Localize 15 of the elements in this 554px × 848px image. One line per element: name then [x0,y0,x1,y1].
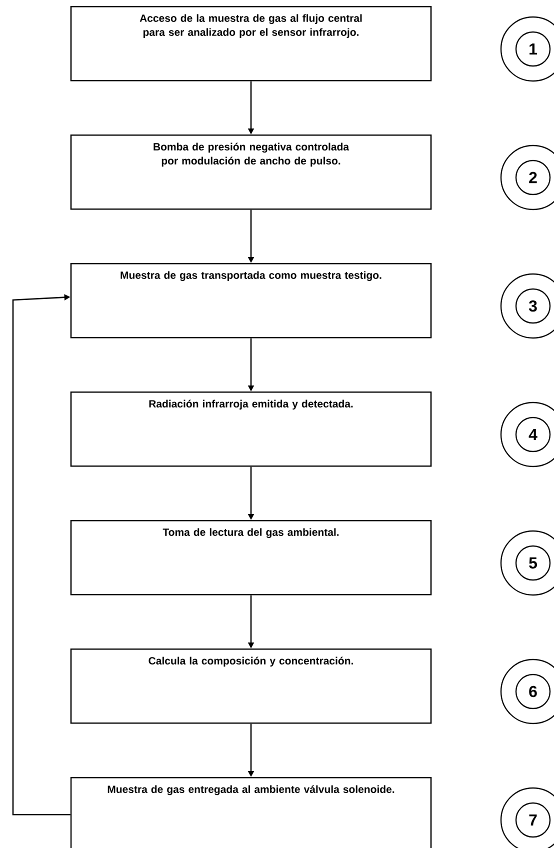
process-box: Bomba de presión negativa controlada por modulación de ancho de pulso. [70,134,432,210]
process-box: Toma de lectura del gas ambiental. [70,520,432,596]
process-box: Radiación infrarroja emitida y detectada. [70,392,432,467]
step-number: 3 [500,273,554,339]
step-number: 2 [500,144,554,210]
arrow [12,294,70,816]
process-box: Acceso de la muestra de gas al flujo central para ser analizado por el sensor infrarrojo. [70,6,432,82]
process-box: Muestra de gas entregada al ambiente válvula solenoide. [70,777,432,848]
step-number: 7 [500,787,554,848]
step-number: 6 [500,658,554,724]
process-box: Calcula la composición y concentración. [70,648,432,724]
step-number: 1 [500,16,554,82]
process-box: Muestra de gas transportada como muestra testigo. [70,263,432,338]
step-number: 5 [500,530,554,596]
step-number: 4 [500,402,554,468]
